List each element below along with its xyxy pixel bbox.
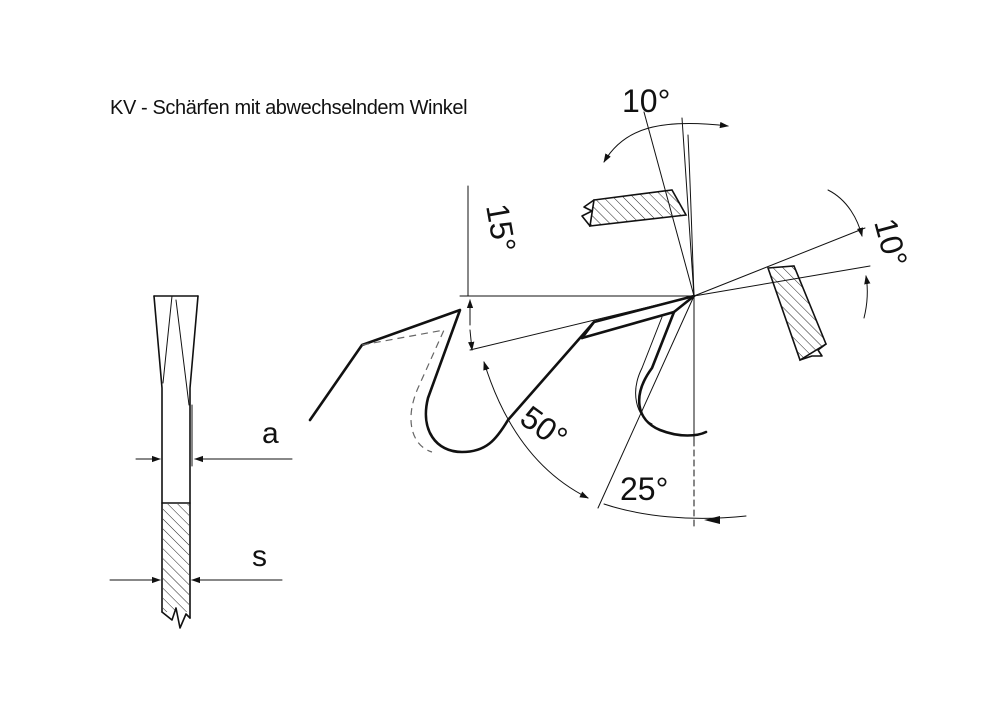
tooth-profile [308, 111, 871, 531]
label-a: a [262, 417, 279, 450]
label-angle-10-right: 10° [867, 214, 914, 270]
label-angle-15: 15° [479, 201, 523, 255]
tooth-side-view [109, 295, 293, 629]
label-angle-10-top: 10° [622, 83, 670, 119]
label-angle-25: 25° [620, 471, 668, 507]
diagram-title: KV - Schärfen mit abwechselndem Winkel [110, 97, 467, 119]
label-angle-50: 50° [514, 399, 574, 457]
label-s: s [252, 540, 267, 573]
